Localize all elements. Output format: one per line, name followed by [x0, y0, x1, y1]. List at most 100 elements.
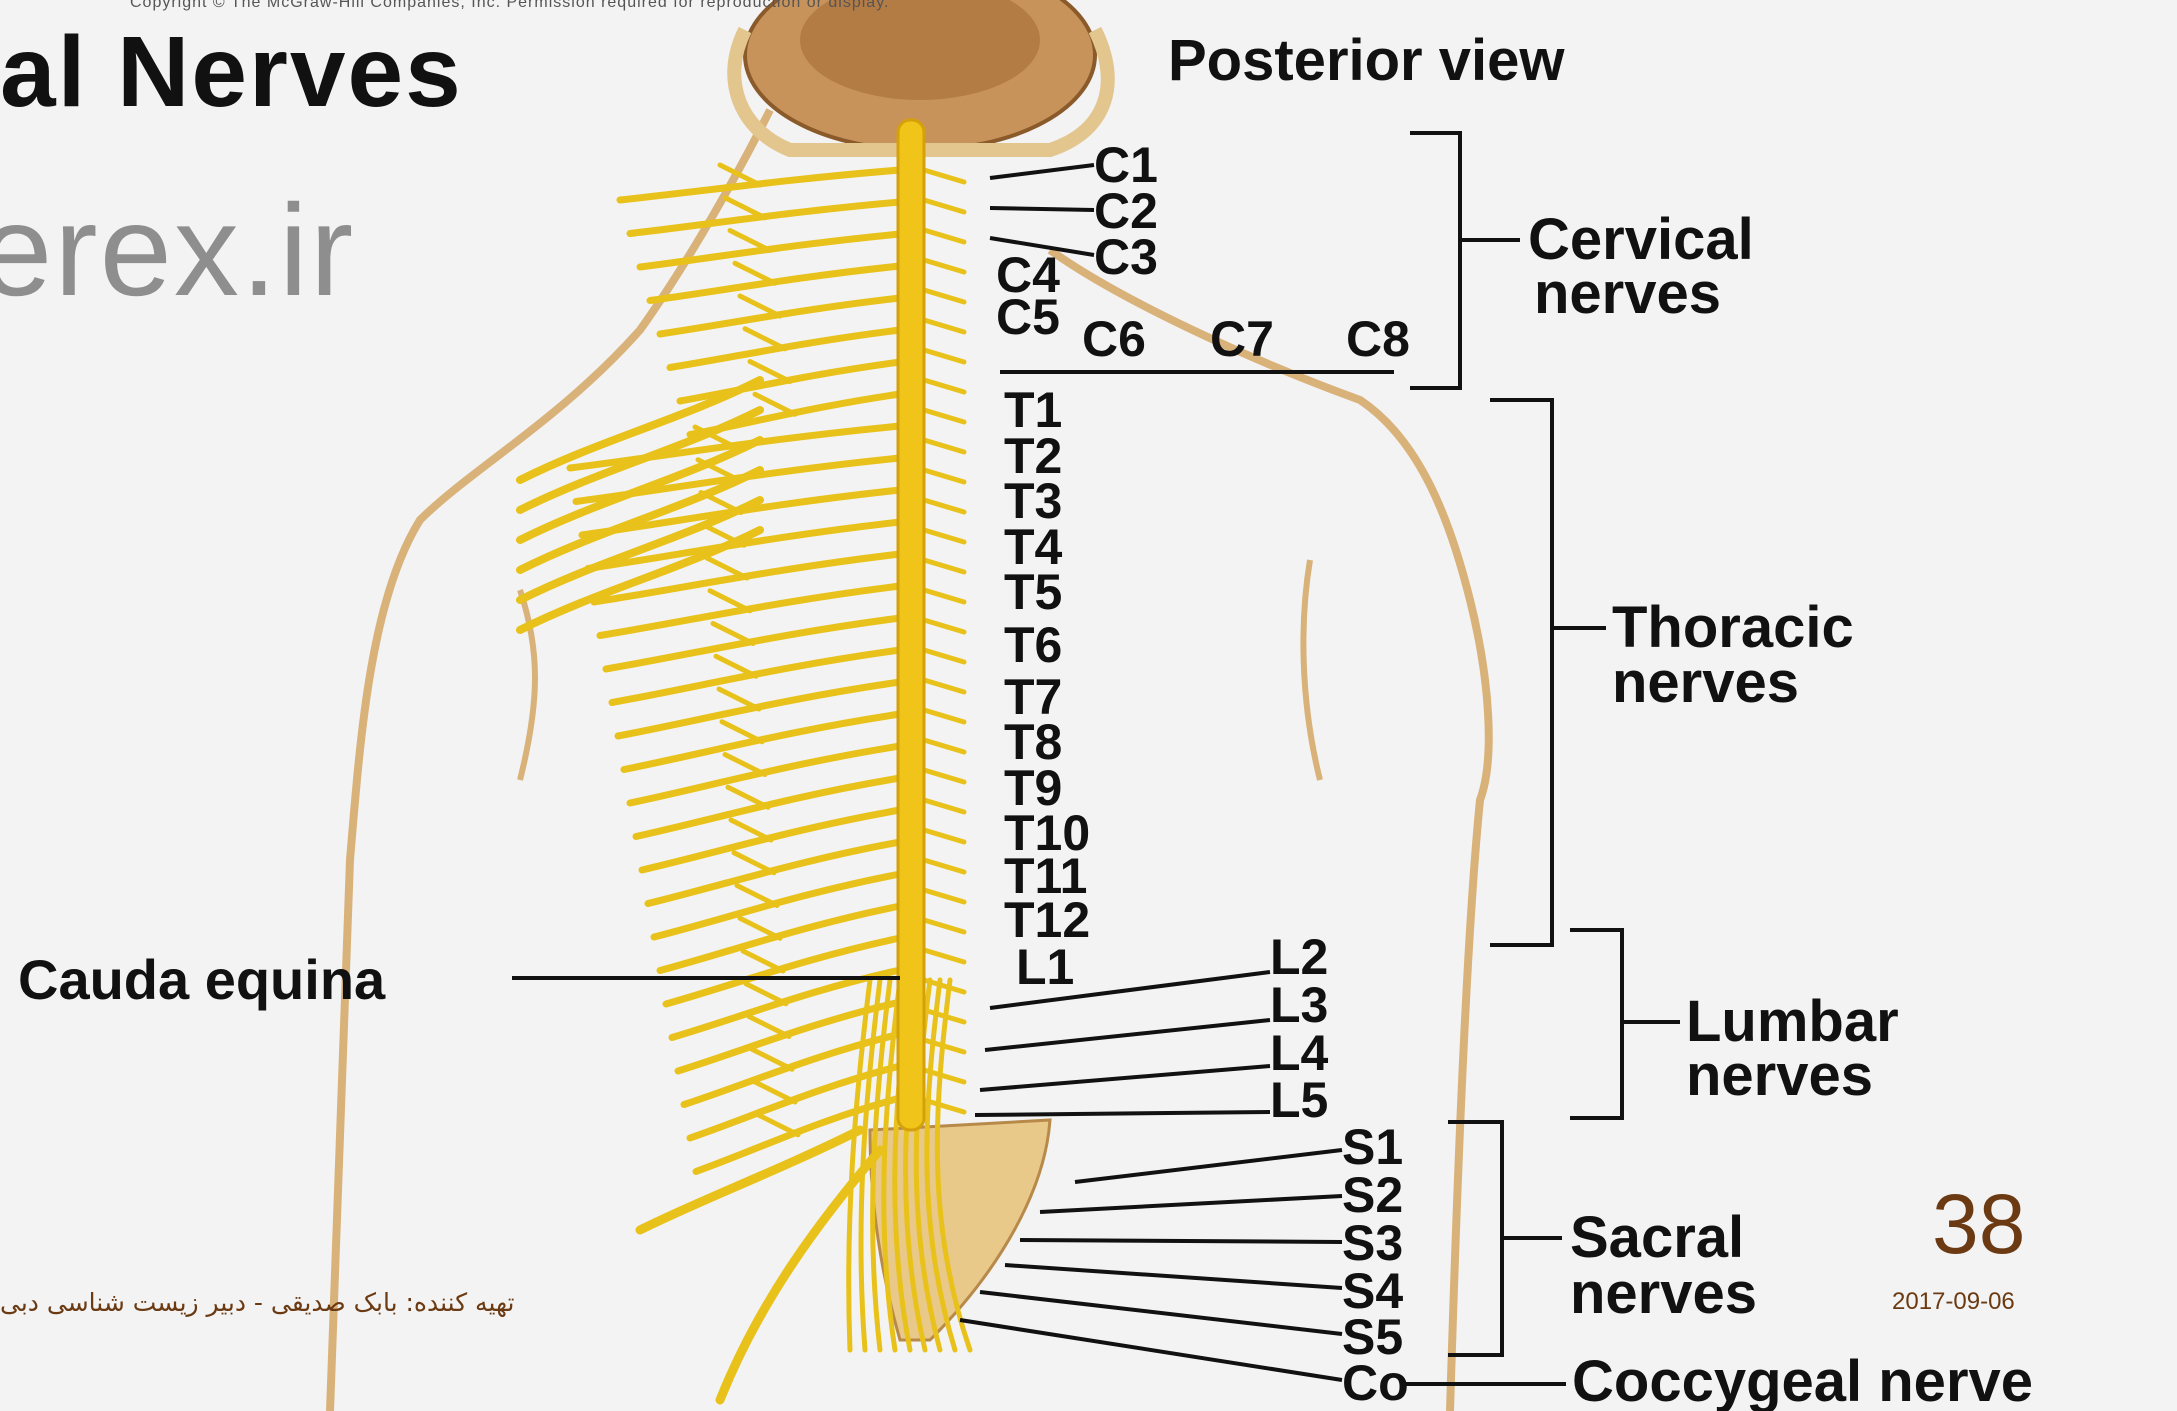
nerve-twig — [725, 755, 765, 775]
nerve-stub — [924, 800, 964, 812]
label-s2: S2 — [1342, 1170, 1403, 1220]
slide-number: 38 — [1932, 1182, 2025, 1266]
nerve-stub — [924, 590, 964, 602]
leader-s5 — [980, 1292, 1342, 1334]
spinal-cord — [898, 120, 924, 1130]
label-c5: C5 — [996, 292, 1060, 342]
slide-date: 2017-09-06 — [1892, 1288, 2015, 1316]
nerve-stub — [924, 560, 964, 572]
nerve-twig — [730, 231, 770, 251]
nerve-stub — [924, 470, 964, 482]
nerve-stub — [924, 380, 964, 392]
nerve-stub — [924, 290, 964, 302]
bracket-thoracic — [1490, 400, 1552, 945]
nerve-twig — [725, 198, 765, 218]
label-l5: L5 — [1270, 1075, 1328, 1125]
label-s3: S3 — [1342, 1218, 1403, 1268]
nerve-twig — [716, 656, 756, 676]
nerve-stub — [924, 530, 964, 542]
body-outline — [330, 110, 770, 1411]
label-t6: T6 — [1004, 620, 1062, 670]
nerve-stub — [924, 410, 964, 422]
view-label: Posterior view — [1168, 32, 1564, 90]
nerve-stub — [924, 320, 964, 332]
nerve-twig — [745, 329, 785, 349]
nerve-twig — [758, 1115, 798, 1135]
leader-s2 — [1040, 1196, 1342, 1212]
group-thoracic-line1: Thoracic — [1612, 598, 1854, 658]
arm-right — [1303, 560, 1320, 780]
nerve-twig — [740, 918, 780, 938]
nerve-stub — [924, 920, 964, 932]
nerve-twig — [734, 853, 774, 873]
nerve-stub — [924, 260, 964, 272]
nerve-twig — [713, 624, 753, 644]
nerve-stub — [924, 350, 964, 362]
nerve-twig — [755, 1082, 795, 1102]
label-t12: T12 — [1004, 895, 1090, 945]
label-l4: L4 — [1270, 1028, 1328, 1078]
label-c3: C3 — [1094, 232, 1158, 282]
nerve-stub — [924, 170, 964, 182]
copyright-line: Copyright © The McGraw-Hill Companies, I… — [130, 0, 889, 12]
leader-c1 — [990, 165, 1094, 178]
group-coccygeal: Coccygeal nerve — [1572, 1352, 2033, 1411]
nerve-stub — [924, 680, 964, 692]
nerve-twig — [728, 787, 768, 807]
nerve-stub — [924, 500, 964, 512]
leader-l5 — [975, 1112, 1270, 1115]
label-t5: T5 — [1004, 567, 1062, 617]
label-co: Co — [1342, 1358, 1409, 1408]
nerve-twig — [749, 1017, 789, 1037]
nerve-twig — [746, 984, 786, 1004]
leader-s3 — [1020, 1240, 1342, 1242]
label-c8: C8 — [1346, 314, 1410, 364]
bracket-lumbar — [1570, 930, 1622, 1118]
nerve-stub — [924, 200, 964, 212]
watermark: erex.ir — [0, 185, 355, 315]
nerve-twig — [737, 886, 777, 906]
leader-s4 — [1005, 1265, 1342, 1288]
group-sacral-line2: nerves — [1570, 1264, 1757, 1324]
arm-left — [520, 590, 535, 780]
group-sacral-line1: Sacral — [1570, 1208, 1744, 1268]
group-thoracic-line2: nerves — [1612, 653, 1799, 713]
body-outline-right — [1050, 250, 1489, 1411]
nerve-stub — [924, 620, 964, 632]
nerve-stub — [924, 740, 964, 752]
nerve-stub — [924, 860, 964, 872]
nerve-stub — [924, 770, 964, 782]
nerve-stub — [924, 230, 964, 242]
nerve-twig — [719, 689, 759, 709]
nerve-stub — [924, 710, 964, 722]
nerve-twig — [752, 1049, 792, 1069]
leader-l4 — [980, 1066, 1270, 1090]
nerve-twig — [743, 951, 783, 971]
label-l2: L2 — [1270, 932, 1328, 982]
group-lumbar-line2: nerves — [1686, 1046, 1873, 1106]
leader-c2 — [990, 208, 1094, 210]
nerve-stub — [924, 830, 964, 842]
leader-l3 — [985, 1020, 1270, 1050]
group-cervical-line2: nerves — [1534, 264, 1721, 324]
nerve-twig — [731, 820, 771, 840]
label-l1: L1 — [1016, 942, 1074, 992]
nerve-twig — [722, 722, 762, 742]
nerve-twig — [707, 558, 747, 578]
label-c7: C7 — [1210, 314, 1274, 364]
nerve-stub — [924, 950, 964, 962]
footer-author: تهیه کننده: بابک صدیقی - دبیر زیست شناسی… — [0, 1288, 556, 1317]
label-s1: S1 — [1342, 1122, 1403, 1172]
nerve-stub — [924, 890, 964, 902]
label-l3: L3 — [1270, 980, 1328, 1030]
page-title: al Nerves — [0, 22, 463, 122]
nerve-twig — [710, 591, 750, 611]
label-c6: C6 — [1082, 314, 1146, 364]
bracket-cervical — [1410, 133, 1460, 388]
nerve-stub — [924, 650, 964, 662]
label-cauda-equina: Cauda equina — [18, 952, 385, 1008]
nerve-twig — [740, 296, 780, 316]
leader-s1 — [1075, 1150, 1342, 1182]
nerve-stub — [924, 440, 964, 452]
